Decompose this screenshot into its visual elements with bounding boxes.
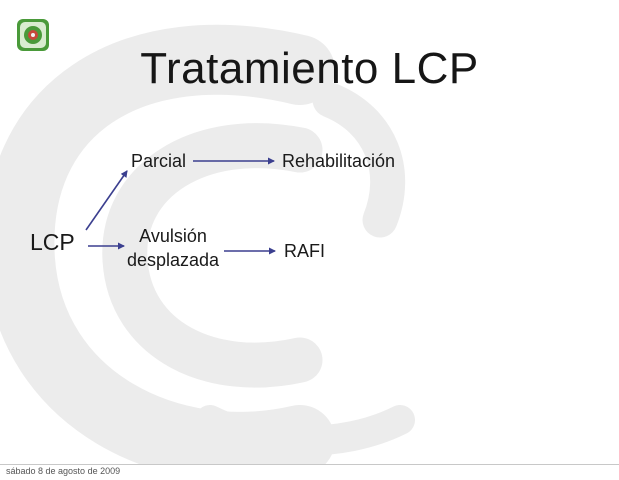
node-avulsion-line1: Avulsión xyxy=(139,226,207,246)
node-avulsion-line2: desplazada xyxy=(126,250,220,270)
watermark-swirl-icon xyxy=(0,24,415,464)
node-lcp: LCP xyxy=(30,229,75,255)
slide: Tratamiento LCP LCP Parcial Rehabilitaci… xyxy=(0,19,479,464)
node-parcial: Parcial xyxy=(131,151,187,171)
footer-date: sábado 8 de agosto de 2009 xyxy=(6,466,121,476)
node-rafi: RAFI xyxy=(284,241,326,261)
arrow-lcp-to-parcial xyxy=(85,170,128,231)
footer-divider xyxy=(0,464,619,465)
slide-title: Tratamiento LCP xyxy=(140,44,479,93)
node-avulsion-desplazada: Avulsión desplazada xyxy=(118,224,228,272)
diagram-arrows xyxy=(85,157,276,255)
logo-icon xyxy=(17,19,49,51)
node-rehabilitacion: Rehabilitación xyxy=(282,151,396,171)
